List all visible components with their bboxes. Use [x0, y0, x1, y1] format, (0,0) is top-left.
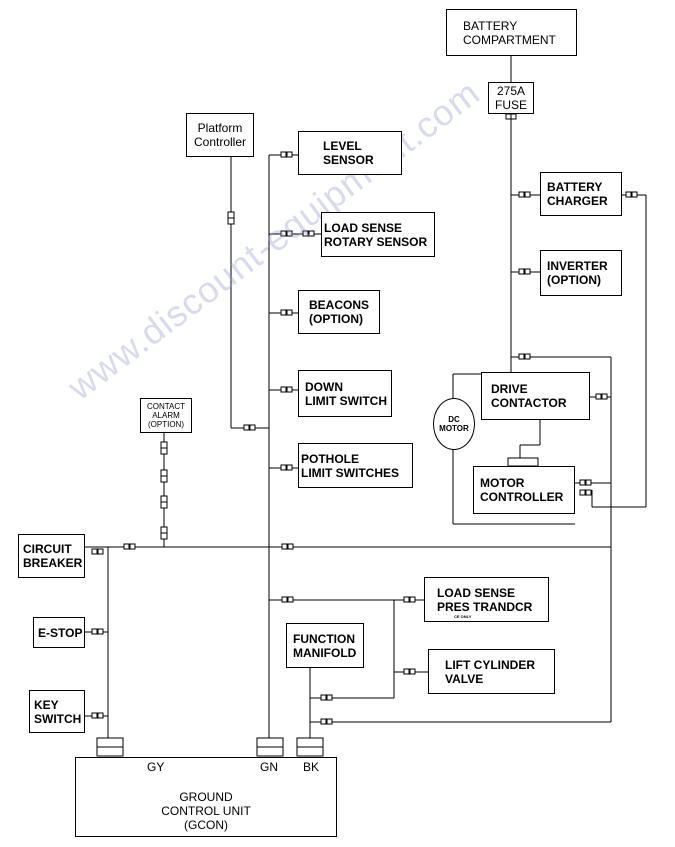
fuse-box: 275A FUSE	[488, 82, 534, 114]
connector-gn-label: GN	[260, 760, 278, 774]
contact-alarm-label: CONTACT ALARM (OPTION)	[146, 402, 186, 429]
load-sense-pres-note: CE ONLY	[454, 614, 472, 619]
pothole-limit-switches-box: POTHOLE LIMIT SWITCHES	[298, 443, 413, 488]
e-stop-box: E-STOP	[33, 617, 85, 648]
function-manifold-box: FUNCTION MANIFOLD	[286, 623, 364, 668]
ground-control-unit-box: GROUND CONTROL UNIT (GCON)	[75, 757, 337, 837]
e-stop-label: E-STOP	[38, 625, 83, 640]
battery-charger-box: BATTERY CHARGER	[540, 172, 622, 216]
battery-compartment-box: BATTERY COMPARTMENT	[446, 9, 577, 56]
contact-alarm-box: CONTACT ALARM (OPTION)	[140, 398, 192, 433]
drive-contactor-box: DRIVE CONTACTOR	[481, 372, 590, 420]
inverter-box: INVERTER (OPTION)	[540, 250, 622, 296]
load-sense-rotary-box: LOAD SENSE ROTARY SENSOR	[321, 212, 435, 257]
ground-control-unit-title: GROUND CONTROL UNIT (GCON)	[161, 790, 251, 832]
battery-compartment-label: BATTERY COMPARTMENT	[463, 18, 556, 47]
circuit-breaker-box: CIRCUIT BREAKER	[18, 534, 85, 578]
pothole-limit-switches-label: POTHOLE LIMIT SWITCHES	[301, 451, 399, 480]
level-sensor-label: LEVEL SENSOR	[323, 139, 374, 167]
load-sense-rotary-label: LOAD SENSE ROTARY SENSOR	[324, 220, 428, 249]
down-limit-switch-label: DOWN LIMIT SWITCH	[305, 379, 387, 408]
fuse-label: 275A FUSE	[494, 84, 527, 112]
connector-gy-label: GY	[147, 760, 165, 774]
beacons-box: BEACONS (OPTION)	[298, 290, 380, 334]
platform-controller-box: Platform Controller	[186, 113, 254, 157]
battery-charger-label: BATTERY CHARGER	[547, 180, 608, 208]
platform-controller-label: Platform Controller	[193, 121, 247, 149]
dc-motor-symbol: DC MOTOR	[433, 398, 475, 450]
level-sensor-box: LEVEL SENSOR	[298, 131, 402, 175]
load-sense-pres-box: LOAD SENSE PRES TRANDCR	[424, 577, 549, 622]
drive-contactor-label: DRIVE CONTACTOR	[491, 382, 567, 410]
connector-bk-label: BK	[303, 760, 320, 774]
down-limit-switch-box: DOWN LIMIT SWITCH	[298, 370, 392, 417]
circuit-breaker-label: CIRCUIT BREAKER	[23, 542, 83, 570]
key-switch-label: KEY SWITCH	[34, 697, 82, 726]
key-switch-box: KEY SWITCH	[29, 690, 85, 733]
motor-controller-label: MOTOR CONTROLLER	[480, 476, 564, 504]
beacons-label: BEACONS (OPTION)	[309, 298, 370, 326]
motor-controller-box: MOTOR CONTROLLER	[473, 466, 575, 514]
lift-cylinder-valve-label: LIFT CYLINDER VALVE	[445, 657, 535, 686]
lift-cylinder-valve-box: LIFT CYLINDER VALVE	[428, 649, 555, 694]
function-manifold-label: FUNCTION MANIFOLD	[293, 631, 357, 660]
load-sense-pres-label: LOAD SENSE PRES TRANDCR	[437, 585, 533, 614]
inverter-label: INVERTER (OPTION)	[547, 259, 608, 287]
